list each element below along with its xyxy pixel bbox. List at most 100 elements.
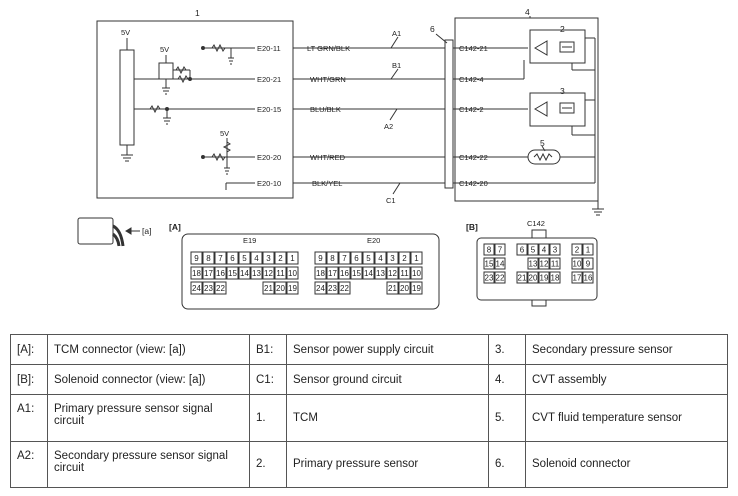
- e19-pin-number: 5: [242, 254, 247, 263]
- e19-pin-cell: [238, 251, 251, 265]
- tcm-pin-label: E20-21: [257, 75, 281, 84]
- e19-pin-number: 17: [204, 269, 213, 278]
- circuit-tag: A2: [384, 122, 393, 131]
- c142-label: C142: [527, 219, 545, 228]
- e20-pin-number: 8: [330, 254, 335, 263]
- e20-pin-number: 1: [414, 254, 419, 263]
- e19-pin-number: 4: [254, 254, 259, 263]
- c142-pin-number: 8: [487, 246, 492, 255]
- c142-pin-cell: [516, 271, 528, 284]
- voltage-label-3: 5V: [220, 129, 229, 138]
- legend-description: Primary pressure sensor signal circuit: [47, 394, 250, 442]
- c142-pin-number: 23: [485, 274, 494, 283]
- e20-pin-number: 9: [318, 254, 323, 263]
- c142-pin-number: 3: [553, 246, 558, 255]
- c142-pin-number: 14: [496, 260, 505, 269]
- legend-description: Solenoid connector: [525, 440, 728, 489]
- e20-pin-cell: [410, 251, 423, 265]
- e20-pin-cell: [410, 281, 423, 295]
- solenoid-pin-label: C142-21: [459, 44, 488, 53]
- e20-pin-cell: [374, 251, 387, 265]
- solenoid-pin-label: C142-20: [459, 179, 488, 188]
- c142-pin-number: 2: [575, 246, 580, 255]
- e20-pin-number: 3: [390, 254, 395, 263]
- e19-pin-cell: [190, 266, 203, 280]
- e20-pin-number: 16: [340, 269, 349, 278]
- c142-pin-cell: [494, 271, 506, 284]
- tcm-pin-label: E20-11: [257, 44, 281, 53]
- legend-row: A1:Primary pressure sensor signal circui…: [10, 394, 728, 442]
- e20-pin-number: 18: [316, 269, 325, 278]
- e20-pin-cell: [398, 251, 411, 265]
- c142-pin-cell: [582, 271, 594, 284]
- e19-pin-number: 22: [216, 284, 225, 293]
- legend-key: 6.: [488, 440, 526, 489]
- e19-pin-number: 15: [228, 269, 237, 278]
- c142-pin-number: 11: [551, 260, 560, 269]
- c142-pin-number: 19: [540, 274, 549, 283]
- e20-pin-cell: [398, 281, 411, 295]
- e20-pin-cell: [386, 266, 399, 280]
- callout-3: 3: [560, 86, 565, 96]
- e19-pin-number: 19: [288, 284, 297, 293]
- e20-pin-cell: [362, 266, 375, 280]
- legend-description: Sensor power supply circuit: [286, 333, 489, 366]
- e20-pin-cell: [350, 266, 363, 280]
- c142-pin-cell: [494, 257, 506, 270]
- legend-key: 4.: [488, 364, 526, 396]
- c142-pin-cell: [571, 271, 583, 284]
- e20-pin-cell: [338, 251, 351, 265]
- wire-color-label: WHT/RED: [310, 153, 346, 162]
- e20-pin-number: 21: [388, 284, 397, 293]
- callout-4: 4: [525, 7, 530, 17]
- e20-pin-number: 17: [328, 269, 337, 278]
- legend-description: TCM: [286, 394, 489, 442]
- e19-pin-number: 21: [264, 284, 273, 293]
- legend-key: B1:: [249, 333, 287, 366]
- e20-pin-cell: [326, 251, 339, 265]
- e19-pin-cell: [274, 281, 287, 295]
- callout-6: 6: [430, 24, 435, 34]
- e20-pin-number: 12: [388, 269, 397, 278]
- e20-pin-number: 5: [366, 254, 371, 263]
- legend-key: 1.: [249, 394, 287, 442]
- tcm-pin-label: E20-15: [257, 105, 281, 114]
- legend-key: 3.: [488, 333, 526, 366]
- e19-pin-number: 13: [252, 269, 261, 278]
- e20-pin-cell: [314, 281, 327, 295]
- solenoid-pin-label: C142-4: [459, 75, 484, 84]
- legend-description: CVT assembly: [525, 364, 728, 396]
- connector-a-label: [A]: [169, 222, 181, 232]
- e19-pin-cell: [262, 251, 275, 265]
- c142-pin-cell: [483, 243, 495, 256]
- c142-pin-number: 18: [551, 274, 560, 283]
- c142-pin-number: 5: [531, 246, 536, 255]
- legend-key: [B]:: [10, 364, 48, 396]
- e20-pin-cell: [338, 266, 351, 280]
- wiring-diagram: 5V 5V 5V 1 2 3 4 5 6 E20-11 E20-21 E20-1…: [77, 7, 604, 310]
- legend-description: Secondary pressure sensor signal circuit: [47, 440, 250, 489]
- c142-pin-cell: [527, 257, 539, 270]
- e19-pin-number: 16: [216, 269, 225, 278]
- e19-pin-cell: [214, 251, 227, 265]
- e19-pin-number: 10: [288, 269, 297, 278]
- e20-pin-cell: [326, 266, 339, 280]
- c142-pin-cell: [549, 257, 561, 270]
- e19-label: E19: [243, 236, 256, 245]
- c142-pin-cell: [582, 243, 594, 256]
- e19-pin-cell: [286, 281, 299, 295]
- e19-pin-cell: [226, 266, 239, 280]
- c142-pin-cell: [582, 257, 594, 270]
- e20-pin-cell: [386, 281, 399, 295]
- e19-pin-cell: [202, 251, 215, 265]
- legend-row: [B]:Solenoid connector (view: [a])C1:Sen…: [10, 364, 728, 396]
- e20-pin-cell: [338, 281, 351, 295]
- e19-pin-cell: [250, 251, 263, 265]
- tcm-pin-label: E20-10: [257, 179, 281, 188]
- e20-pin-number: 10: [412, 269, 421, 278]
- e20-pin-number: 20: [400, 284, 409, 293]
- e19-pin-number: 11: [276, 269, 285, 278]
- c142-pin-cell: [549, 271, 561, 284]
- c142-pin-number: 7: [498, 246, 503, 255]
- legend-key: 5.: [488, 394, 526, 442]
